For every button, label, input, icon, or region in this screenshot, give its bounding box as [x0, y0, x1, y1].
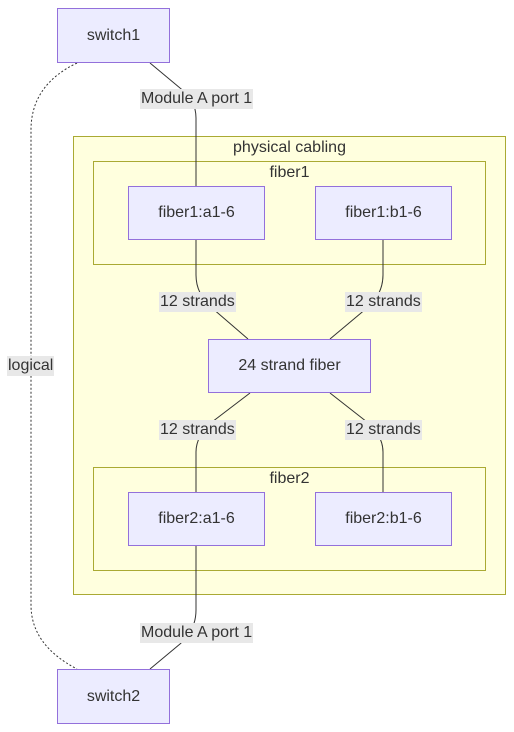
- edge-fiber2a-switch2: [149, 546, 197, 670]
- node-24-strand-fiber[interactable]: 24 strand fiber: [208, 339, 371, 393]
- edge-label-bottom-port: Module A port 1: [140, 623, 254, 643]
- node-switch2[interactable]: switch2: [57, 669, 170, 724]
- node-fiber1-b[interactable]: fiber1:b1-6: [315, 186, 452, 240]
- node-fiber2-b[interactable]: fiber2:b1-6: [315, 492, 452, 546]
- node-fiber2-a[interactable]: fiber2:a1-6: [128, 492, 265, 546]
- cluster-title-physical-cabling: physical cabling: [233, 139, 346, 156]
- edge-fiber1a-strand24: [195, 240, 249, 340]
- edge-label-fiber2b-strands: 12 strands: [345, 420, 422, 440]
- cluster-title-fiber1: fiber1: [269, 164, 310, 181]
- node-fiber1-a[interactable]: fiber1:a1-6: [128, 186, 265, 240]
- edge-fiber1b-strand24: [329, 240, 384, 340]
- node-switch1[interactable]: switch1: [57, 8, 170, 63]
- edge-label-fiber2a-strands: 12 strands: [159, 420, 236, 440]
- edge-label-fiber1b-strands: 12 strands: [345, 292, 422, 312]
- cluster-title-fiber2: fiber2: [269, 470, 310, 487]
- edge-label-logical: logical: [7, 356, 55, 376]
- edge-strand24-fiber2b: [329, 392, 384, 492]
- edge-switch1-fiber1a: [149, 62, 197, 186]
- edge-label-fiber1a-strands: 12 strands: [159, 292, 236, 312]
- edge-logical: [30, 62, 78, 670]
- edge-strand24-fiber2a: [195, 392, 251, 492]
- edge-label-top-port: Module A port 1: [140, 89, 254, 109]
